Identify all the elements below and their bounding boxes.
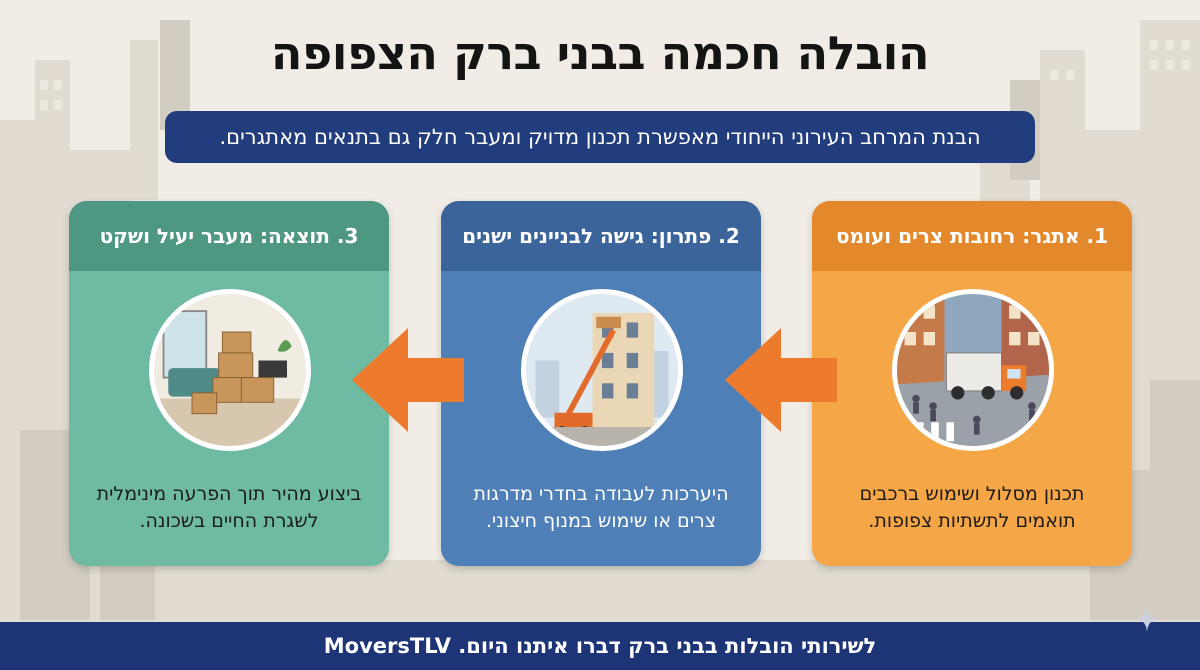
card-challenge: 1. אתגר: רחובות צרים ועומס <box>812 201 1132 566</box>
subtitle-text: הבנת המרחב העירוני הייחודי מאפשרת תכנון … <box>219 125 981 149</box>
card-header: 2. פתרון: גישה לבניינים ישנים <box>441 201 761 271</box>
crane-lift-building-illustration <box>521 289 683 451</box>
footer-cta: לשירותי הובלות בבני ברק דברו איתנו היום.… <box>0 622 1200 670</box>
footer-text: לשירותי הובלות בבני ברק דברו איתנו היום.… <box>323 634 877 658</box>
card-header: 1. אתגר: רחובות צרים ועומס <box>812 201 1132 271</box>
card-header: 3. תוצאה: מעבר יעיל ושקט <box>69 201 389 271</box>
card-result: 3. תוצאה: מעבר יעיל ושקט ב <box>69 201 389 566</box>
card-solution: 2. פתרון: גישה לבניינים ישנים היערכות לע… <box>441 201 761 566</box>
left-arrow-icon <box>725 328 837 432</box>
left-arrow-icon <box>352 328 464 432</box>
card-description: היערכות לעבודה בחדרי מדרגות צרים או שימו… <box>473 483 729 532</box>
sparkle-icon <box>1134 606 1160 632</box>
subtitle-banner: הבנת המרחב העירוני הייחודי מאפשרת תכנון … <box>165 111 1035 163</box>
living-room-boxes-illustration <box>149 289 311 451</box>
page-title: הובלה חכמה בבני ברק הצפופה <box>270 26 930 80</box>
crowded-street-truck-illustration <box>892 289 1054 451</box>
card-description: ביצוע מהיר תוך הפרעה מינימלית לשגרת החיי… <box>96 483 362 532</box>
card-description: תכנון מסלול ושימוש ברכבים תואמים לתשתיות… <box>859 483 1085 532</box>
